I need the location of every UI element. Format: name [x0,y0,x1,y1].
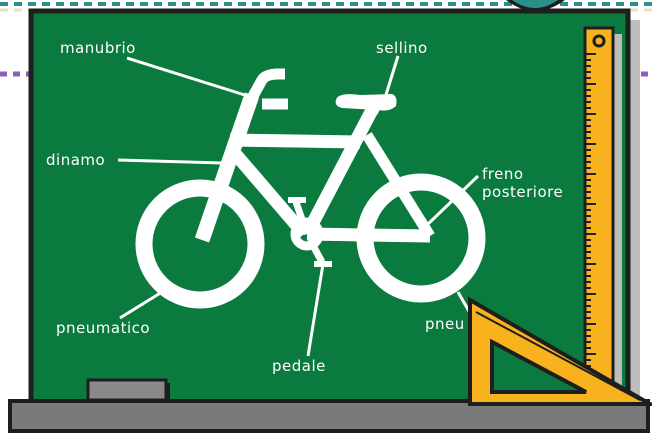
label-pedale: pedale [272,358,326,375]
label-freno-posteriore-line1: freno [482,166,524,183]
label-freno-posteriore-line2: posteriore [482,184,563,201]
label-pneumatico-left: pneumatico [56,320,150,337]
label-dinamo: dinamo [46,152,105,169]
saddle [336,94,397,111]
label-manubrio: manubrio [60,40,136,57]
frame-top-tube [230,140,360,142]
frame-chain-stay [307,234,430,236]
label-sellino: sellino [376,40,428,57]
eraser [88,380,166,400]
label-pneumatico-right: pneu [425,316,465,333]
